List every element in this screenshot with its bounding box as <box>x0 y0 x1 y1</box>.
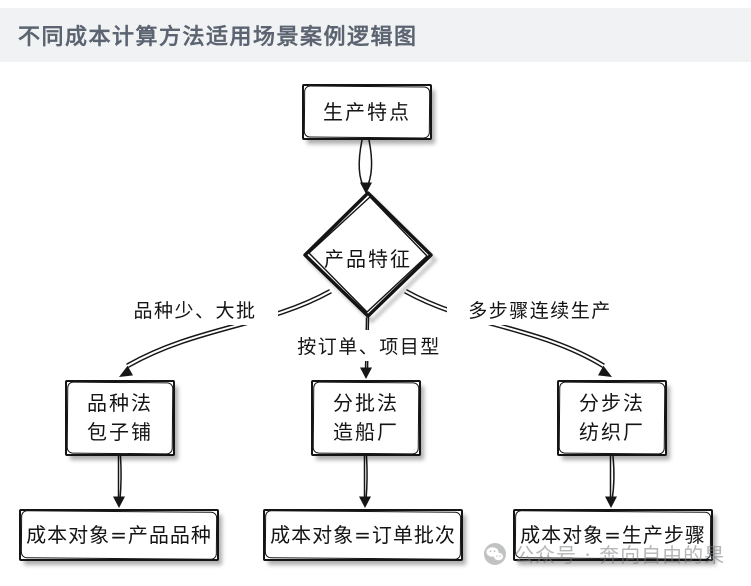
method-example: 包子铺 <box>87 420 153 444</box>
cost-object-text: 成本对象=生产步骤 <box>520 522 706 547</box>
watermark: 公众号 · 奔向自由的果 <box>483 539 725 568</box>
connector-decision-to-step <box>404 289 612 377</box>
arrow-root-to-decision <box>358 139 373 194</box>
watermark-text: 公众号 · 奔向自由的果 <box>514 543 726 567</box>
wechat-icon <box>484 542 506 565</box>
node-cost-object-variety: 成本对象=产品品种 <box>19 509 219 561</box>
method-name: 品种法 <box>87 391 153 415</box>
node-cost-object-batch: 成本对象=订单批次 <box>263 509 463 561</box>
title-bar: 不同成本计算方法适用场景案例逻辑图 <box>0 8 751 62</box>
arrow-step-to-cost <box>605 455 617 508</box>
condition-label-step: 多步骤连续生产 <box>447 294 633 325</box>
arrow-batch-to-cost <box>359 455 371 508</box>
node-product-features-label: 产品特征 <box>324 247 412 271</box>
node-production-traits: 生产特点 <box>302 84 432 140</box>
decision-diamond <box>303 191 433 318</box>
condition-label-batch: 按订单、项目型 <box>282 330 456 361</box>
method-name: 分步法 <box>579 391 645 415</box>
node-method-variety: 品种法 包子铺 <box>65 380 175 456</box>
method-example: 纺织厂 <box>579 420 645 444</box>
node-cost-object-step: 成本对象=生产步骤 <box>513 509 713 561</box>
cost-object-text: 成本对象=订单批次 <box>270 522 456 547</box>
connector-decision-to-variety <box>119 289 332 377</box>
node-label: 生产特点 <box>323 99 411 124</box>
arrow-variety-to-cost <box>113 455 125 508</box>
method-example: 造船厂 <box>333 420 399 444</box>
node-method-batch: 分批法 造船厂 <box>311 380 421 456</box>
cost-object-text: 成本对象=产品品种 <box>26 522 212 547</box>
node-method-step: 分步法 纺织厂 <box>557 380 667 456</box>
method-name: 分批法 <box>333 391 399 415</box>
page-title: 不同成本计算方法适用场景案例逻辑图 <box>18 25 418 50</box>
condition-label-variety: 品种少、大批 <box>112 294 278 325</box>
